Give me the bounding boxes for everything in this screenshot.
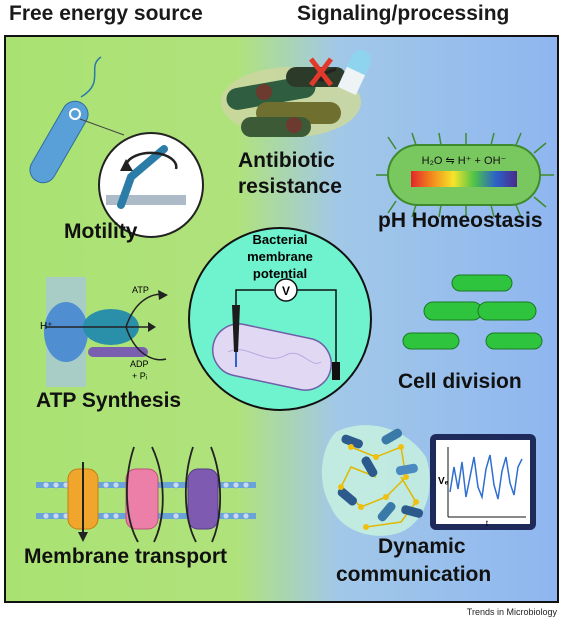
label-motility: Motility [64,220,138,243]
label-resistance: resistance [238,175,342,198]
adp-label: ADP [130,359,149,369]
plot-x-label: t [486,519,489,528]
voltage-plot-monitor: Vₑ t [430,434,536,530]
ph-equation: H₂O ⇋ H⁺ + OH⁻ [422,155,507,167]
motility-illustration [29,56,204,238]
atp-synthase-illustration: H⁺ ATP ADP + Pᵢ [40,277,168,387]
atp-label: ATP [132,285,149,295]
cell-division-illustration [402,274,543,350]
dynamic-communication-illustration [321,425,430,536]
label-atp-synthesis: ATP Synthesis [36,389,182,412]
diagram-canvas: H⁺ ATP ADP + Pᵢ [6,37,557,601]
label-dynamic: Dynamic [378,535,466,558]
antibiotic-resistance-illustration [221,50,372,137]
journal-footer: Trends in Microbiology [466,607,557,617]
label-membrane-transport: Membrane transport [24,545,228,568]
pi-label: + Pᵢ [132,371,147,381]
atp-h-plus-label: H⁺ [40,321,53,332]
diagram-panel: H⁺ ATP ADP + Pᵢ [4,35,559,603]
plot-y-label: Vₑ [438,476,449,487]
center-line-3: potential [253,266,307,281]
center-line-1: Bacterial [253,232,308,247]
label-ph-homeostasis: pH Homeostasis [378,209,543,232]
header-signaling: Signaling/processing [297,2,510,25]
label-cell-division: Cell division [398,370,522,393]
label-antibiotic: Antibiotic [238,149,335,172]
ph-homeostasis-illustration: H₂O ⇋ H⁺ + OH⁻ [376,132,554,218]
label-communication: communication [336,563,492,586]
header-free-energy: Free energy source [9,2,203,25]
center-line-2: membrane [247,249,313,264]
membrane-potential-illustration: Bacterial membrane potential V [188,227,372,411]
membrane-transport-illustration [36,446,256,543]
voltmeter-label: V [282,284,290,298]
